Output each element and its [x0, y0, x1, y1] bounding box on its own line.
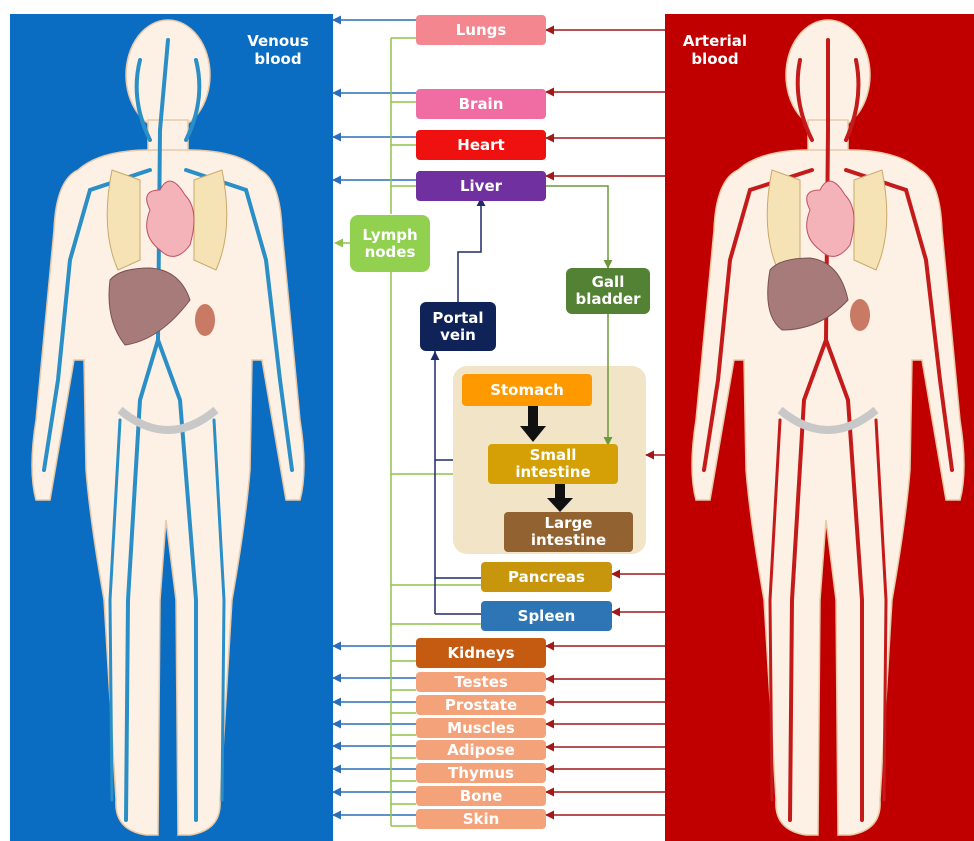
organ-box-adipose: Adipose: [416, 740, 546, 760]
organ-box-gall-bladder: Gall bladder: [566, 268, 650, 314]
organ-box-lymph-nodes: Lymph nodes: [350, 215, 430, 272]
organ-box-pancreas: Pancreas: [481, 562, 612, 592]
organ-box-brain: Brain: [416, 89, 546, 119]
organ-box-testes: Testes: [416, 672, 546, 692]
organ-box-kidneys: Kidneys: [416, 638, 546, 668]
organ-box-spleen: Spleen: [481, 601, 612, 631]
venous-blood-label: Venous blood: [238, 32, 318, 68]
arterial-blood-label: Arterial blood: [680, 32, 750, 68]
organ-box-lungs: Lungs: [416, 15, 546, 45]
organ-box-heart: Heart: [416, 130, 546, 160]
organ-box-stomach: Stomach: [462, 374, 592, 406]
venous-flow-arrows: [333, 20, 416, 815]
organ-box-liver: Liver: [416, 171, 546, 201]
organ-box-small-intestine: Small intestine: [488, 444, 618, 484]
organ-box-muscles: Muscles: [416, 718, 546, 738]
organ-box-bone: Bone: [416, 786, 546, 806]
organ-box-large-intestine: Large intestine: [504, 512, 633, 552]
organ-box-thymus: Thymus: [416, 763, 546, 783]
organ-box-prostate: Prostate: [416, 695, 546, 715]
organ-box-portal-vein: Portal vein: [420, 302, 496, 351]
organ-box-skin: Skin: [416, 809, 546, 829]
